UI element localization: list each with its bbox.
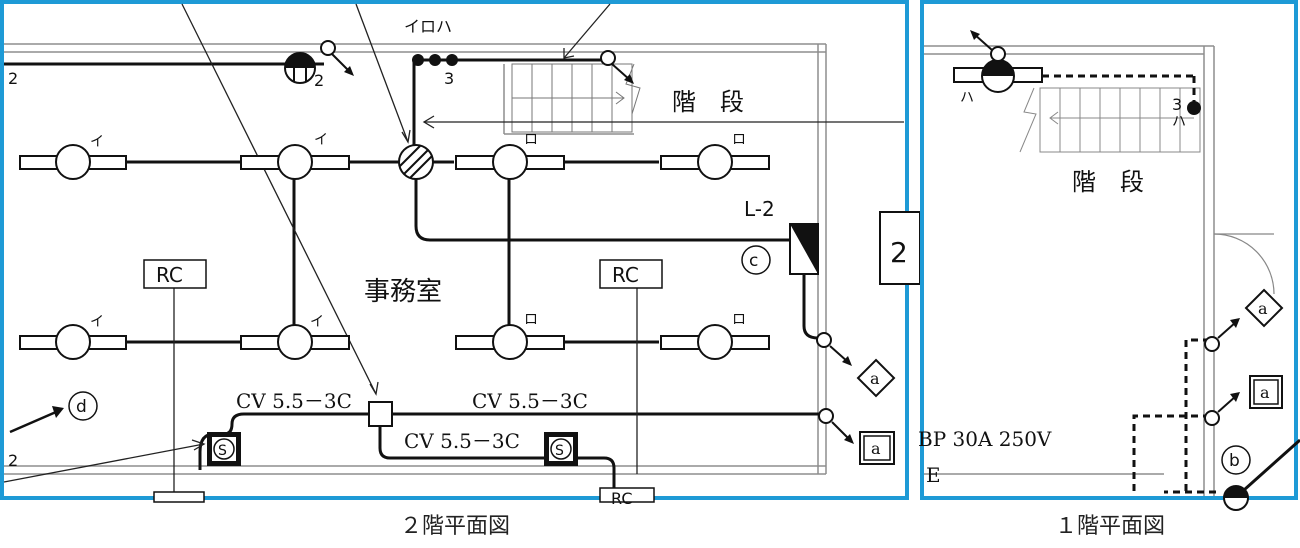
diamond-marker	[856, 358, 896, 398]
sensor-letter: S	[555, 443, 564, 459]
light-fixture-icon	[19, 144, 127, 180]
rc-label: RC	[156, 263, 183, 287]
light-fixture-icon	[240, 324, 350, 360]
sensor-switch-icon	[544, 432, 578, 466]
light-fixture-icon	[455, 324, 565, 360]
cable-label: CV 5.5－3C	[472, 389, 588, 413]
leader-arrowheads	[191, 48, 575, 451]
panel-label: L-2	[744, 197, 775, 221]
light-fixture-icon	[660, 144, 770, 180]
diamond-letter: a	[870, 369, 880, 388]
rc-label: RC	[611, 489, 633, 508]
floor1-caption: １階平面図	[1054, 514, 1165, 539]
floor2-plan-drawing: 階 段 2 2 2 3 イロハ	[3, 3, 921, 508]
cable-label: CV 5.5－3C	[404, 429, 520, 453]
circuit-label: 2	[8, 69, 18, 88]
stairs	[1019, 87, 1201, 153]
rc-box-partial	[599, 487, 655, 503]
dashed-wiring	[1042, 74, 1216, 494]
floor2-caption: ２階平面図	[399, 514, 510, 539]
fixture-mark: ロ	[524, 312, 538, 328]
leader-lines	[3, 3, 904, 496]
diamond-letter: a	[1258, 299, 1268, 318]
circuit-label: 3	[1172, 95, 1182, 114]
circle-marker	[68, 391, 98, 421]
rc-box-partial	[153, 491, 205, 503]
switch-dots	[412, 54, 458, 66]
light-fixture-icon	[19, 324, 127, 360]
switch-icon	[818, 408, 854, 444]
rc-box	[143, 259, 207, 289]
junction-box-icon	[398, 144, 434, 180]
room-number-box	[879, 211, 921, 285]
switch-icon	[320, 40, 354, 76]
stairs-label: 階 段	[672, 88, 744, 116]
light-fixture-icon	[455, 144, 565, 180]
box-letter: a	[1260, 383, 1270, 402]
box-marker	[859, 431, 895, 465]
switch-icon	[970, 30, 1006, 62]
stairs-label: 階 段	[1072, 168, 1144, 196]
wall-lines	[924, 45, 1215, 496]
circle-marker	[741, 245, 771, 275]
switch-icon	[816, 332, 852, 366]
switch-dot	[1187, 101, 1201, 115]
switch-icon	[1204, 392, 1240, 426]
cable-label: CV 5.5－3C	[236, 389, 352, 413]
light-fixture-icon	[660, 324, 770, 360]
outlet-icon	[1223, 485, 1249, 511]
circle-letter: d	[76, 397, 87, 417]
room-number: 2	[890, 236, 908, 269]
fixture-mark: イ	[90, 134, 104, 150]
fixture-mark: イ	[310, 314, 324, 330]
room-name: 事務室	[364, 277, 442, 307]
sensor-letter: S	[218, 443, 227, 459]
rc-label: RC	[612, 263, 639, 287]
fixture-fill	[982, 60, 1014, 76]
floor1-plan-drawing: 階 段 ハ 3 ハ a a	[918, 30, 1300, 511]
box-letter: a	[871, 439, 881, 458]
switch-icon	[600, 50, 634, 84]
wiring	[1243, 438, 1300, 492]
circuit-label: 2	[8, 451, 18, 470]
fixture-mark: ロ	[524, 132, 538, 148]
circuit-label: 3	[444, 69, 454, 88]
fixture-mark: ロ	[732, 132, 746, 148]
diamond-marker	[1244, 288, 1284, 328]
arrow-head	[52, 406, 64, 418]
light-fixture-icon	[240, 144, 350, 180]
fixture-mark: ハ	[960, 90, 974, 106]
circle-letter: b	[1229, 451, 1240, 471]
fixture-mark: イ	[90, 314, 104, 330]
circle-marker	[1221, 445, 1251, 475]
floor1-plan-panel: 階 段 ハ 3 ハ a a	[918, 0, 1300, 511]
switch-icon	[1204, 318, 1240, 352]
rc-box	[599, 259, 663, 289]
fixture-mark: イ	[314, 132, 328, 148]
switch-letters: イロハ	[404, 17, 452, 36]
door-swing	[1213, 233, 1275, 295]
fixture-mark: ロ	[732, 312, 746, 328]
fixture-mark: ハ	[1172, 114, 1186, 130]
breaker-text: BP 30A 250V	[918, 427, 1052, 451]
circuit-label: 2	[314, 71, 324, 90]
sensor-switch-icon	[207, 432, 241, 466]
arrow-line	[9, 410, 57, 434]
partial-text: E	[926, 463, 941, 487]
floor2-plan-panel: 階 段 2 2 2 3 イロハ	[0, 0, 921, 508]
pull-box-icon	[368, 401, 393, 427]
outlet-icon	[284, 52, 316, 84]
circle-letter: c	[749, 251, 758, 271]
box-marker	[1249, 375, 1283, 409]
distribution-panel-icon	[789, 223, 819, 275]
